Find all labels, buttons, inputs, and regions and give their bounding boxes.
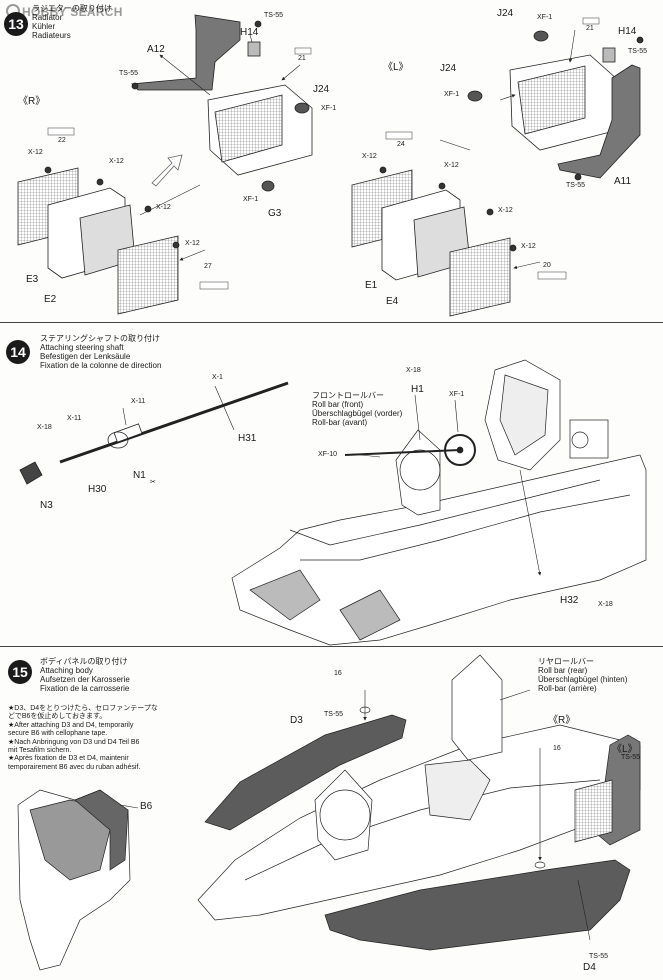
code-xf1: XF-1	[449, 391, 465, 398]
steering-shaft-assembly	[19, 381, 289, 485]
code-x12-r1: X-12	[28, 149, 43, 156]
code-ts55-l1: TS-55	[628, 48, 648, 55]
side-label-r-15: 《R》	[548, 715, 576, 726]
step-14-badge: 14	[6, 340, 30, 364]
step15-leader-lines	[119, 689, 591, 941]
part-ref-boxes-13	[47, 17, 600, 290]
part-g3: G3	[268, 208, 282, 219]
code-xf10: XF-10	[318, 451, 338, 458]
code-xf1-l1: XF-1	[537, 14, 553, 21]
chassis-front-assembly	[231, 359, 647, 646]
part-e1: E1	[365, 280, 378, 291]
ref-27: 27	[204, 263, 212, 270]
code-ts55-15c: TS-55	[589, 953, 609, 960]
part-h32: H32	[560, 595, 579, 606]
part-h14-l: H14	[618, 26, 637, 37]
code-ts55-r1: TS-55	[264, 12, 284, 19]
rear-rollbar-caption: リヤロールバー Roll bar (rear) Überschlagbügel …	[538, 657, 628, 693]
code-ts55-r2: TS-55	[119, 70, 139, 77]
scissors-icon: ✂	[150, 479, 156, 486]
body-panel-assembly	[17, 654, 641, 971]
code-x12-l1: X-12	[362, 153, 377, 160]
ref-21-r: 21	[298, 55, 306, 62]
step-15-badge: 15	[8, 660, 32, 684]
step-14-title: ステアリングシャフトの取り付け Attaching steering shaft…	[40, 334, 162, 370]
code-x11-1: X-11	[67, 415, 82, 422]
code-xf1-l2: XF-1	[444, 91, 460, 98]
part-d4: D4	[583, 962, 596, 973]
side-label-right: 《R》	[18, 96, 46, 107]
part-e3: E3	[26, 274, 39, 285]
code-xf1-r2: XF-1	[243, 196, 259, 203]
ref-22: 22	[58, 137, 66, 144]
step14-leader-lines	[122, 385, 542, 576]
part-n3: N3	[40, 500, 53, 511]
part-j24-l2: J24	[440, 63, 457, 74]
part-d3: D3	[290, 715, 303, 726]
side-label-l-15: 《L》	[612, 744, 638, 755]
part-h30: H30	[88, 484, 107, 495]
section-divider-13-14	[0, 322, 663, 323]
code-x12-l2: X-12	[444, 162, 459, 169]
step-13-title: ラジエターの取り付け Radiator Kühler Radiateurs	[32, 4, 112, 40]
part-j24-r: J24	[313, 84, 330, 95]
code-x18-3: X-18	[598, 601, 613, 608]
step13-left-leader-lines	[439, 29, 576, 270]
code-ts55-15b: TS-55	[621, 754, 641, 761]
radiator-right-assembly	[17, 14, 313, 315]
code-ts55-l2: TS-55	[566, 182, 586, 189]
part-e4: E4	[386, 296, 399, 307]
code-x18-2: X-18	[406, 367, 421, 374]
ref-16b: 16	[553, 745, 561, 752]
ref-24: 24	[397, 141, 405, 148]
step-15-title: ボディパネルの取り付け Attaching body Aufsetzen der…	[40, 657, 130, 693]
section-divider-14-15	[0, 646, 663, 647]
code-ts55-15a: TS-55	[324, 711, 344, 718]
part-h31: H31	[238, 433, 257, 444]
part-j24-l1: J24	[497, 8, 514, 19]
part-n1: N1	[133, 470, 146, 481]
step-13-badge: 13	[4, 12, 28, 36]
code-x12-r3: X-12	[156, 204, 171, 211]
code-x12-r2: X-12	[109, 158, 124, 165]
ref-21-l: 21	[586, 25, 594, 32]
hobby-search-watermark: HOBBY SEARCH	[6, 4, 123, 19]
part-a12: A12	[147, 44, 165, 55]
code-x12-l3: X-12	[498, 207, 513, 214]
code-x12-l4: X-12	[521, 243, 536, 250]
radiator-left-assembly	[351, 30, 644, 317]
part-e2: E2	[44, 294, 57, 305]
front-rollbar-caption: フロントロールバー Roll bar (front) Überschlagbüg…	[312, 391, 403, 427]
ref-20: 20	[543, 262, 551, 269]
code-x1: X-1	[212, 374, 223, 381]
part-h14-r: H14	[240, 27, 259, 38]
ref-16a: 16	[334, 670, 342, 677]
part-a11: A11	[614, 176, 632, 187]
code-xf1-r1: XF-1	[321, 105, 337, 112]
code-x11-2: X-11	[131, 398, 146, 405]
code-x18-1: X-18	[37, 424, 52, 431]
step-15-note: ★D3、D4をとりつけたら、セロファンテープな どでB6を仮止めしておきます。 …	[8, 705, 158, 771]
part-h1: H1	[411, 384, 424, 395]
code-x12-r4: X-12	[185, 240, 200, 247]
side-label-left: 《L》	[383, 62, 409, 73]
part-b6: B6	[140, 801, 153, 812]
step13-right-leader-lines	[139, 34, 301, 261]
